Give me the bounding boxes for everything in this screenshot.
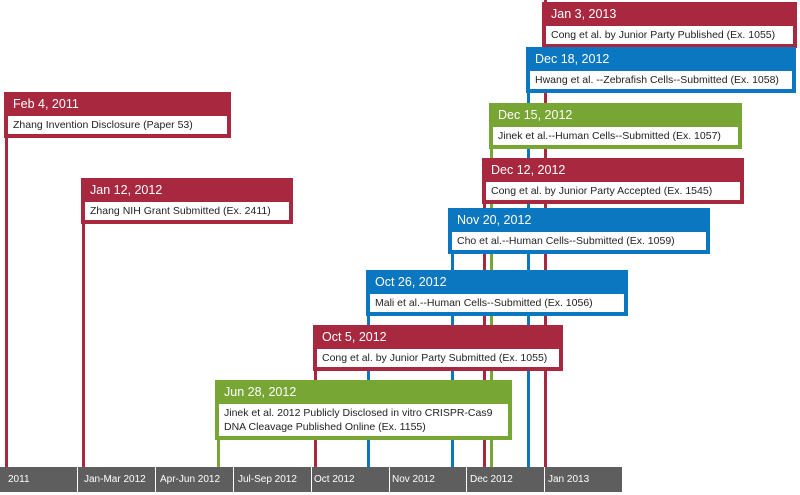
axis-marker-oct-26-2012: [367, 452, 370, 467]
axis-marker-dec-12-2012: [483, 452, 486, 467]
event-card-jan-3-2013: Jan 3, 2013 Cong et al. by Junior Party …: [542, 2, 797, 48]
axis-label-2011: 2011: [8, 474, 30, 485]
event-date: Feb 4, 2011: [13, 97, 79, 111]
event-card-dec-15-2012: Dec 15, 2012 Jinek et al.--Human Cells--…: [489, 103, 742, 149]
axis-marker-dec-15-2012: [490, 452, 493, 467]
event-description: Cong et al. by Junior Party Published (E…: [546, 26, 793, 44]
event-description: Cong et al. by Junior Party Accepted (Ex…: [486, 182, 740, 200]
event-date: Dec 15, 2012: [498, 108, 573, 122]
axis-tick: [77, 467, 78, 492]
event-card-jun-28-2012: Jun 28, 2012 Jinek et al. 2012 Publicly …: [215, 380, 512, 440]
axis-tick: [311, 467, 312, 492]
event-description: Hwang et al. --Zebrafish Cells--Submitte…: [530, 71, 792, 89]
axis-tick: [233, 467, 234, 492]
axis-marker-dec-18-2012: [527, 452, 530, 467]
event-description: Jinek et al. 2012 Publicly Disclosed in …: [219, 404, 508, 436]
event-description: Jinek et al.--Human Cells--Submitted (Ex…: [493, 127, 738, 145]
event-date: Dec 18, 2012: [535, 52, 610, 66]
axis-tick: [389, 467, 390, 492]
event-description: Mali et al.--Human Cells--Submitted (Ex.…: [370, 294, 624, 312]
connector-line-jan-12-2012: [82, 178, 85, 467]
event-description: Cho et al.--Human Cells--Submitted (Ex. …: [452, 232, 706, 250]
event-description: Zhang Invention Disclosure (Paper 53): [8, 116, 227, 134]
event-card-dec-18-2012: Dec 18, 2012 Hwang et al. --Zebrafish Ce…: [526, 47, 796, 93]
event-date: Nov 20, 2012: [457, 213, 532, 227]
axis-label-apr-jun-2012: Apr-Jun 2012: [160, 474, 221, 485]
axis-label-jan-2013: Jan 2013: [548, 474, 590, 485]
event-card-jan-12-2012: Jan 12, 2012 Zhang NIH Grant Submitted (…: [81, 178, 293, 224]
axis-label-oct-2012: Oct 2012: [314, 474, 355, 485]
axis-marker-oct-5-2012: [314, 452, 317, 467]
event-date: Jan 12, 2012: [90, 183, 163, 197]
event-card-oct-26-2012: Oct 26, 2012 Mali et al.--Human Cells--S…: [366, 270, 628, 316]
event-card-oct-5-2012: Oct 5, 2012 Cong et al. by Junior Party …: [313, 325, 563, 371]
event-description: Zhang NIH Grant Submitted (Ex. 2411): [85, 202, 289, 220]
axis-tick: [466, 467, 467, 492]
event-date: Oct 26, 2012: [375, 275, 447, 289]
event-description: Cong et al. by Junior Party Submitted (E…: [317, 349, 559, 367]
axis-tick: [544, 467, 545, 492]
axis-tick: [155, 467, 156, 492]
event-date: Oct 5, 2012: [322, 330, 387, 344]
connector-line-dec-18-2012: [527, 47, 530, 467]
event-description-line-2: DNA Cleavage Published Online (Ex. 1155): [224, 421, 426, 433]
axis-marker-nov-20-2012: [451, 452, 454, 467]
event-date: Jan 3, 2013: [551, 7, 617, 21]
event-date: Jun 28, 2012: [224, 385, 297, 399]
event-description-line-1: Jinek et al. 2012 Publicly Disclosed in …: [224, 407, 493, 419]
axis-marker-jan-3-2013: [544, 452, 547, 467]
event-date: Dec 12, 2012: [491, 163, 566, 177]
axis-label-dec-2012: Dec 2012: [470, 474, 513, 485]
axis-label-jul-sep-2012: Jul-Sep 2012: [238, 474, 297, 485]
timeline-axis: 2011 Jan-Mar 2012 Apr-Jun 2012 Jul-Sep 2…: [0, 467, 622, 492]
axis-label-jan-mar-2012: Jan-Mar 2012: [84, 474, 146, 485]
axis-label-nov-2012: Nov 2012: [392, 474, 435, 485]
event-card-nov-20-2012: Nov 20, 2012 Cho et al.--Human Cells--Su…: [448, 208, 710, 254]
event-card-dec-12-2012: Dec 12, 2012 Cong et al. by Junior Party…: [482, 158, 744, 204]
event-card-feb-4-2011: Feb 4, 2011 Zhang Invention Disclosure (…: [4, 92, 231, 138]
connector-line-feb-4-2011: [5, 92, 8, 467]
